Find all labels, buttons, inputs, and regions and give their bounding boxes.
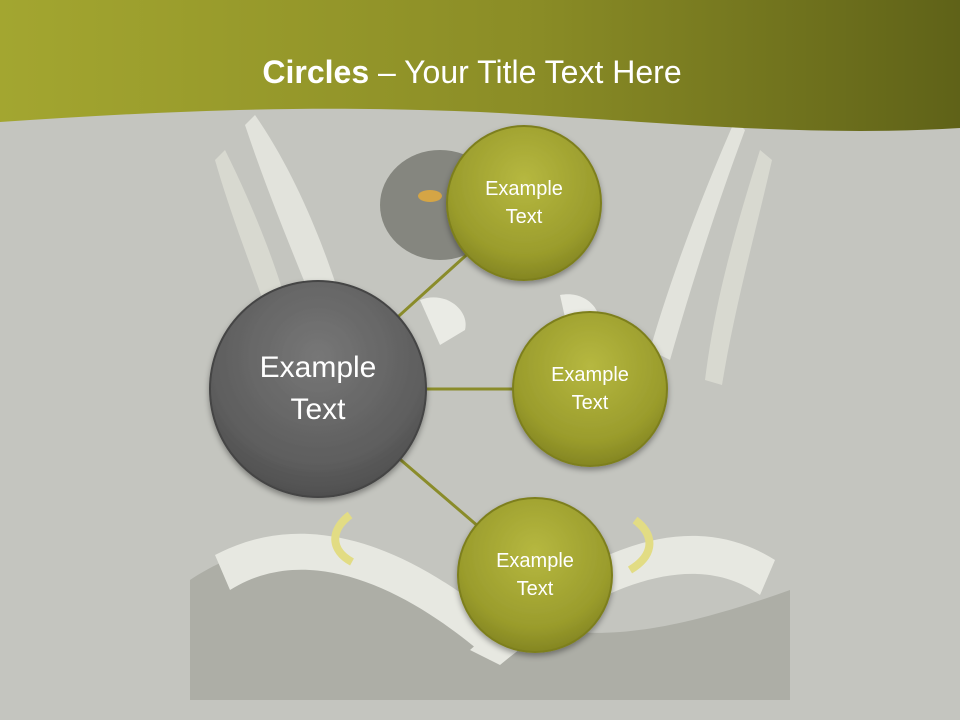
header-band: [0, 0, 960, 131]
title-bold: Circles: [262, 54, 370, 90]
center-label: Example Text: [228, 299, 408, 479]
center-label-line1: Example: [259, 351, 377, 384]
satellite-label-3: Example Text: [470, 510, 600, 640]
slide-title: Circles – Your Title Text Here: [0, 54, 944, 91]
satellite-label-1-line2: Text: [505, 206, 543, 228]
satellite-label-2-line2: Text: [571, 392, 609, 414]
title-rest: – Your Title Text Here: [369, 54, 682, 90]
satellite-circle-2: [512, 311, 668, 467]
satellite-circle-1: [446, 125, 602, 281]
satellite-label-1: Example Text: [459, 138, 589, 268]
satellite-label-3-line2: Text: [516, 578, 554, 600]
satellite-label-2: Example Text: [525, 324, 655, 454]
satellite-label-3-line1: Example: [496, 550, 574, 572]
center-label-line2: Text: [290, 393, 346, 426]
satellite-circle-3: [457, 497, 613, 653]
satellite-label-2-line1: Example: [551, 364, 629, 386]
satellite-label-1-line1: Example: [485, 178, 563, 200]
center-circle: [209, 280, 427, 498]
